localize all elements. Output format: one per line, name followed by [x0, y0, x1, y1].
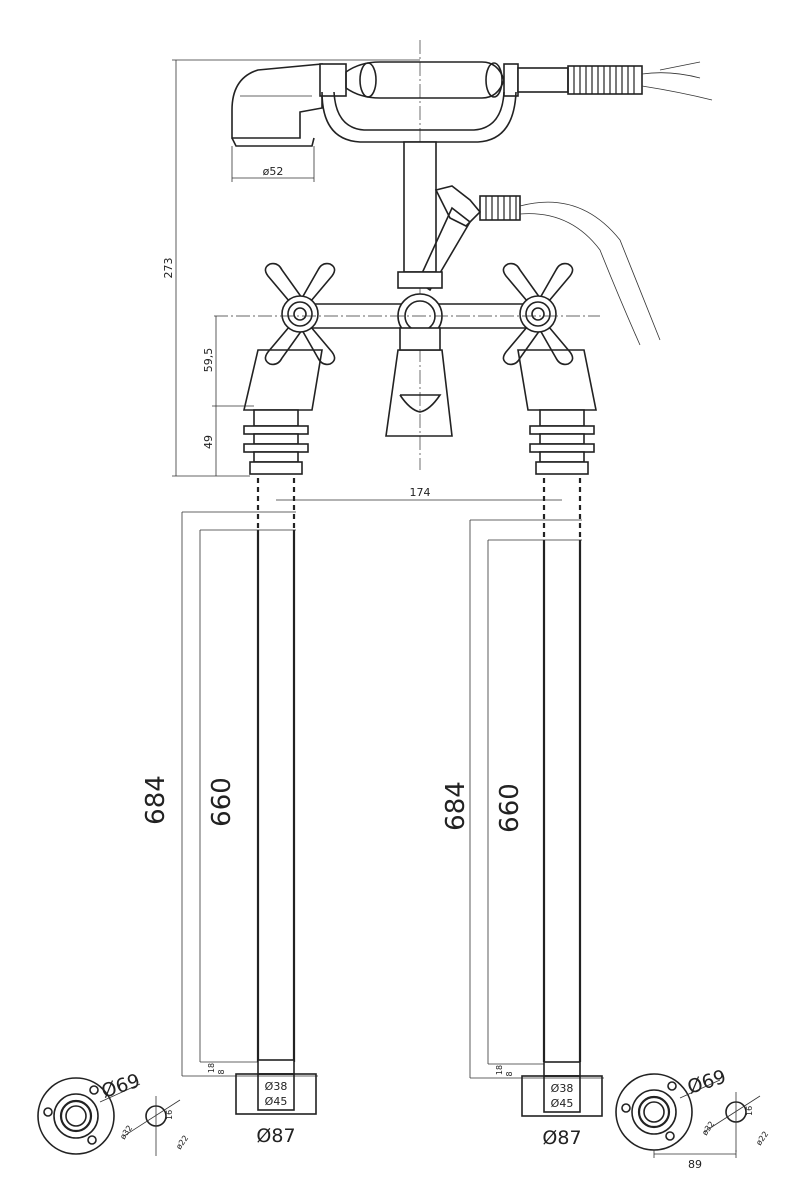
bath-shower-mixer [214, 40, 713, 475]
mixer-dimensions: 273 59,5 49 ø52 174 [162, 59, 562, 501]
dim-base-diameter: Ø87 [542, 1127, 581, 1149]
tail-left [243, 409, 309, 475]
dim-centres: 174 [410, 486, 431, 499]
dim-overall-height: 273 [162, 258, 175, 279]
dim-offset-a: 18 [495, 1065, 504, 1075]
dim-bore-b: 16 [165, 1110, 174, 1120]
dim-outer-diameter: Ø45 [265, 1095, 288, 1108]
dim-flange-diameter: Ø69 [99, 1070, 143, 1103]
dim-inner-length: 660 [495, 783, 525, 833]
dim-flange-diameter: Ø69 [685, 1066, 729, 1099]
flange-right: Ø69 ø32 16 ø22 89 [615, 1066, 770, 1171]
diverter-lever [416, 185, 661, 346]
standpipe-left: 684 660 18 8 Ø38 Ø45 Ø87 [141, 478, 318, 1147]
dim-offset-a: 18 [207, 1063, 216, 1073]
dim-bore-b: 16 [745, 1106, 754, 1116]
dim-offset-b: 8 [217, 1069, 226, 1074]
dim-inner-length: 660 [207, 777, 237, 827]
dim-base-diameter: Ø87 [256, 1125, 295, 1147]
dim-flange-width: 89 [688, 1158, 702, 1171]
dim-bore-c: ø22 [754, 1130, 770, 1148]
dim-inner-diameter: Ø38 [265, 1080, 288, 1093]
dim-outer-length: 684 [441, 781, 471, 831]
standpipe-right: 684 660 18 8 Ø38 Ø45 Ø87 [441, 478, 604, 1149]
dim-inner-diameter: Ø38 [551, 1082, 574, 1095]
tail-right [529, 409, 595, 475]
dim-tail-height: 49 [202, 435, 215, 449]
dim-head-diameter: ø52 [263, 165, 284, 178]
cross-handle-left [264, 262, 336, 366]
dim-offset-b: 8 [505, 1071, 514, 1076]
flange-left: Ø69 ø32 16 ø22 [37, 1070, 190, 1156]
dim-outer-length: 684 [141, 775, 171, 825]
dim-bore-c: ø22 [174, 1134, 190, 1152]
dim-valve-height: 59,5 [202, 348, 215, 373]
dim-bore-a: ø32 [700, 1120, 716, 1138]
cross-handle-right [502, 262, 574, 366]
shower-handset [231, 61, 713, 147]
dim-outer-diameter: Ø45 [551, 1097, 574, 1110]
dim-bore-a: ø32 [118, 1124, 134, 1142]
